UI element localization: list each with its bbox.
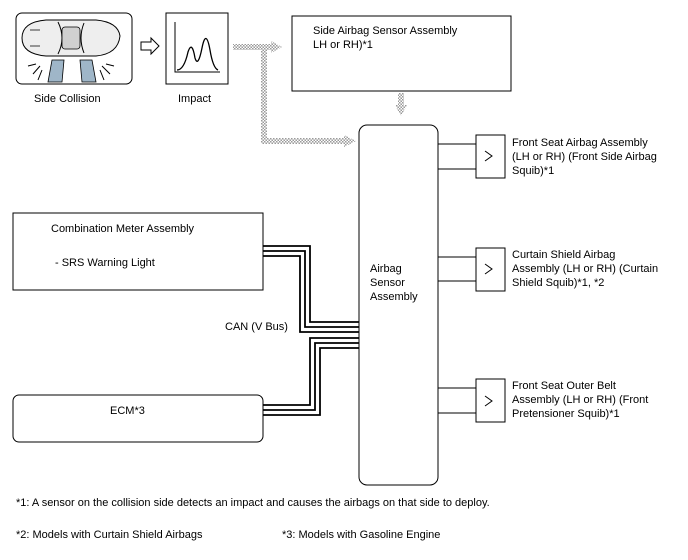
output-2-line2: Assembly (LH or RH) (Curtain <box>512 263 658 275</box>
output-3-line3: Pretensioner Squib)*1 <box>512 408 620 420</box>
ecm-label: ECM*3 <box>110 405 145 417</box>
footnote-2: *2: Models with Curtain Shield Airbags <box>16 529 203 541</box>
output-1-line1: Front Seat Airbag Assembly <box>512 137 648 149</box>
impact-burst-icon <box>27 63 115 81</box>
output-2-line1: Curtain Shield Airbag <box>512 249 615 261</box>
footnote-3: *3: Models with Gasoline Engine <box>282 529 441 541</box>
output-1-line2: (LH or RH) (Front Side Airbag <box>512 151 657 163</box>
impact-barrier-icon <box>47 59 97 83</box>
airbag-sensor-line1: Airbag <box>370 263 402 275</box>
ecm-box <box>12 394 264 443</box>
airbag-sensor-assembly-box <box>358 124 439 486</box>
output-3-line1: Front Seat Outer Belt <box>512 380 616 392</box>
side-airbag-sensor-line1: Side Airbag Sensor Assembly <box>313 25 458 37</box>
signal-path <box>233 41 407 147</box>
side-collision-image <box>15 12 133 85</box>
arrow-right-icon <box>140 36 160 56</box>
output-2-line3: Shield Squib)*1, *2 <box>512 277 604 289</box>
can-bus-lines <box>263 245 359 416</box>
output-1-line3: Squib)*1 <box>512 165 554 177</box>
combination-meter-box <box>12 212 264 291</box>
car-icon <box>21 19 121 57</box>
side-collision-label: Side Collision <box>34 93 101 105</box>
combination-meter-title: Combination Meter Assembly <box>51 223 195 235</box>
output-connector-2 <box>438 247 506 292</box>
combination-meter-item: - SRS Warning Light <box>55 257 155 269</box>
impact-label-bound: Impact <box>178 93 211 105</box>
airbag-sensor-line3: Assembly <box>370 291 418 303</box>
impact-graph-icon <box>174 22 220 73</box>
side-airbag-sensor-line2: LH or RH)*1 <box>313 39 373 51</box>
footnote-1: *1: A sensor on the collision side detec… <box>16 497 490 509</box>
airbag-sensor-line2: Sensor <box>370 277 405 289</box>
side-airbag-sensor-box <box>291 15 512 92</box>
output-3-line2: Assembly (LH or RH) (Front <box>512 394 648 406</box>
output-connector-3 <box>438 378 506 423</box>
output-connector-1 <box>438 134 506 179</box>
can-bus-label: CAN (V Bus) <box>225 321 288 333</box>
